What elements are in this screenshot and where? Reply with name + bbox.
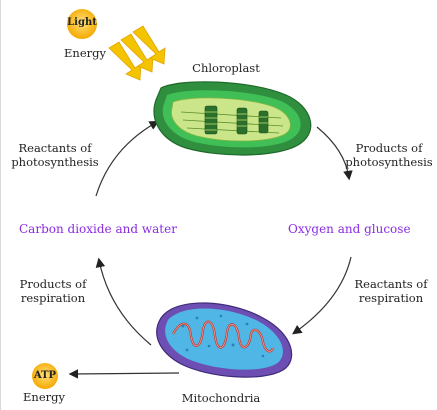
atp-badge: ATP (33, 370, 57, 381)
arrow-chloro-to-right (316, 126, 353, 181)
oxygen-glucose-label: Oxygen and glucose (288, 222, 411, 236)
mitochondria-label: Mitochondria (181, 391, 261, 405)
atp-sun-icon (32, 363, 58, 389)
light-energy-caption: Energy (64, 46, 106, 60)
light-rays-icon (108, 25, 166, 81)
chloroplast-label: Chloroplast (192, 61, 260, 75)
light-sun-icon (67, 9, 97, 39)
arrow-mito-to-left (95, 257, 152, 346)
arrow-left-to-chloro (95, 120, 160, 197)
reactants-photosynthesis-label: Reactants of photosynthesis (11, 141, 99, 170)
reactants-respiration-label: Reactants of respiration (354, 277, 428, 306)
carbon-dioxide-water-label: Carbon dioxide and water (19, 222, 177, 236)
chloroplast-icon (153, 81, 312, 156)
light-badge: Light (67, 17, 97, 28)
arrow-mito-to-atp (68, 369, 180, 379)
atp-energy-caption: Energy (23, 390, 65, 404)
products-respiration-label: Products of respiration (19, 277, 87, 306)
arrow-right-to-mito (292, 256, 352, 335)
mitochondria-icon (156, 302, 293, 378)
products-photosynthesis-label: Products of photosynthesis (345, 141, 433, 170)
